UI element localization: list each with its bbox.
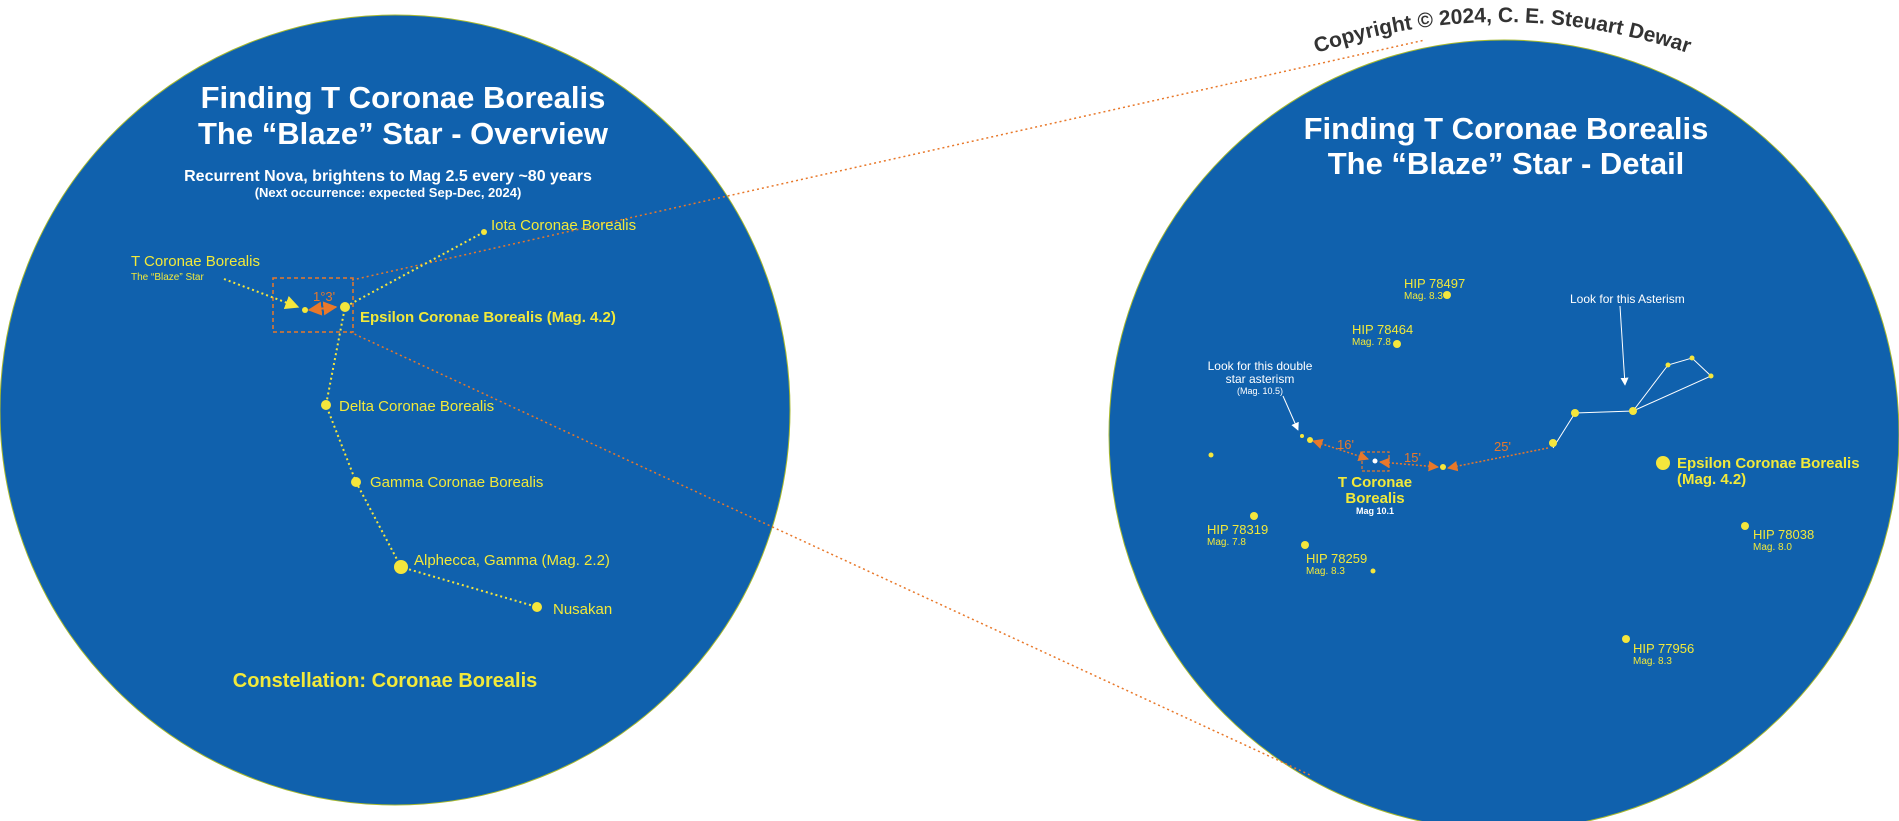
double-note-line2: star asterism	[1226, 372, 1295, 386]
label-t-cor-bor-sub: The “Blaze” Star	[131, 272, 204, 283]
label-hip-78464: HIP 78464	[1352, 322, 1413, 337]
label-hip-78319: HIP 78319	[1207, 522, 1268, 537]
mag-hip-78497: Mag. 8.3	[1404, 291, 1443, 302]
overview-subtitle: Recurrent Nova, brightens to Mag 2.5 eve…	[184, 168, 592, 185]
star-epsilon-detail	[1656, 456, 1670, 470]
angle-16: 16'	[1337, 437, 1354, 452]
star-asterism-3	[1629, 407, 1637, 415]
detail-title-line2: The “Blaze” Star - Detail	[1328, 146, 1685, 181]
separation-arrow	[307, 301, 338, 316]
star-hip-78038	[1741, 522, 1749, 530]
overview-sky-circle	[0, 14, 791, 806]
star-asterism-5	[1689, 355, 1695, 361]
star-asterism-1	[1549, 439, 1557, 447]
star-hip-78497	[1443, 291, 1451, 299]
star-hip-78259	[1301, 541, 1309, 549]
t-cor-bor-pointer	[223, 278, 300, 310]
star-alphecca	[394, 560, 408, 574]
separation-label: 1°3'	[313, 289, 335, 304]
label-gamma: Gamma Coronae Borealis	[370, 474, 543, 491]
label-hip-78038: HIP 78038	[1753, 527, 1814, 542]
arrow-16	[1312, 438, 1369, 462]
label-epsilon: Epsilon Coronae Borealis (Mag. 4.2)	[360, 309, 616, 326]
label-t-cor-bor-detail-line2: Borealis	[1345, 490, 1404, 507]
label-nusakan: Nusakan	[553, 601, 612, 618]
label-t-cor-bor-detail-mag: Mag 10.1	[1356, 506, 1394, 516]
label-delta: Delta Coronae Borealis	[339, 398, 494, 415]
star-double-2	[1307, 437, 1313, 443]
star-iota	[481, 229, 487, 235]
zoom-connector-bottom	[349, 331, 1311, 776]
mag-hip-78319: Mag. 7.8	[1207, 537, 1246, 548]
label-iota: Iota Coronae Borealis	[491, 217, 636, 234]
angle-25: 25'	[1494, 439, 1511, 454]
overview-title-line1: Finding T Coronae Borealis	[201, 80, 606, 115]
star-nusakan	[532, 602, 542, 612]
arrow-25	[1446, 447, 1549, 472]
asterism-pointer	[1619, 305, 1629, 386]
constellation-label: Constellation: Coronae Borealis	[233, 670, 538, 692]
arrow-15	[1378, 457, 1440, 472]
label-alphecca: Alphecca, Gamma (Mag. 2.2)	[414, 552, 610, 569]
star-hip-77956	[1622, 635, 1630, 643]
asterism-note: Look for this Asterism	[1570, 292, 1685, 306]
star-field-2	[1208, 452, 1214, 458]
zoom-connector-top	[351, 39, 1426, 281]
star-field-3	[1370, 568, 1376, 574]
angle-15: 15'	[1404, 450, 1421, 465]
overview-subtitle2: (Next occurrence: expected Sep-Dec, 2024…	[255, 185, 522, 200]
overview-constellation-lines	[324, 231, 538, 608]
double-note-mag: (Mag. 10.5)	[1237, 386, 1283, 396]
label-epsilon-detail-line1: Epsilon Coronae Borealis	[1677, 455, 1860, 472]
mag-hip-78038: Mag. 8.0	[1753, 542, 1792, 553]
star-asterism-2	[1571, 409, 1579, 417]
star-delta	[321, 400, 331, 410]
label-t-cor-bor: T Coronae Borealis	[131, 253, 260, 270]
star-asterism-6	[1708, 373, 1714, 379]
star-t-cor-bor-detail	[1372, 458, 1378, 464]
star-epsilon	[340, 302, 350, 312]
detail-title-line1: Finding T Coronae Borealis	[1304, 111, 1709, 146]
label-t-cor-bor-detail-line1: T Coronae	[1338, 474, 1412, 491]
detail-region-box	[272, 277, 354, 333]
double-star-pointer	[1282, 395, 1299, 431]
label-hip-78497: HIP 78497	[1404, 276, 1465, 291]
overview-title-line2: The “Blaze” Star - Overview	[198, 116, 609, 151]
star-double-1	[1300, 434, 1304, 438]
star-hip-78464	[1393, 340, 1401, 348]
mag-hip-77956: Mag. 8.3	[1633, 656, 1672, 667]
label-epsilon-detail-line2: (Mag. 4.2)	[1677, 471, 1746, 488]
label-hip-78259: HIP 78259	[1306, 551, 1367, 566]
star-field-1	[1440, 464, 1446, 470]
double-note-line1: Look for this double	[1208, 359, 1313, 373]
star-hip-78319	[1250, 512, 1258, 520]
mag-hip-78464: Mag. 7.8	[1352, 337, 1391, 348]
mag-hip-78259: Mag. 8.3	[1306, 566, 1345, 577]
star-t-cor-bor	[302, 307, 308, 313]
star-gamma	[351, 477, 361, 487]
label-hip-77956: HIP 77956	[1633, 641, 1694, 656]
detail-sky-circle	[1108, 39, 1899, 821]
star-asterism-4	[1665, 362, 1671, 368]
